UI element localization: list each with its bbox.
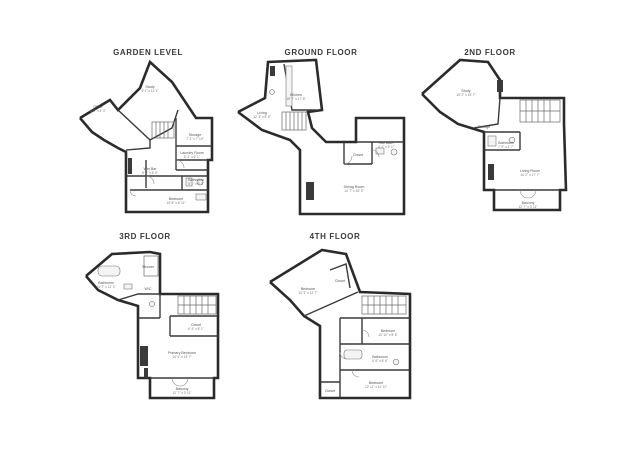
second-study-label: Study xyxy=(461,89,470,93)
fourth-closet-a-label: Closet xyxy=(335,279,345,283)
garden-wetbar-dim: 6' 3" x 4' 0" xyxy=(142,171,158,175)
fourth-floor-plan: Bedroom 13' 3" x 12' 7" Closet Bedroom 1… xyxy=(269,248,412,400)
fourth-bedroom-c-label: Bedroom xyxy=(369,381,384,385)
second-floor-title: 2ND FLOOR xyxy=(464,48,516,57)
third-wc-label: W/C xyxy=(145,287,152,291)
garden-office-label: Office xyxy=(93,105,102,109)
ground-floor-plan: Kitchen 18' 7" x 17' 8" Living 12' 3" x … xyxy=(237,58,406,216)
third-primary-bedroom-label: Primary Bedroom xyxy=(168,351,196,355)
garden-study-label: Study xyxy=(145,85,154,89)
third-floor-title: 3RD FLOOR xyxy=(119,232,171,241)
third-bathroom-dim: 14' 7" x 12' 2" xyxy=(96,285,115,289)
fourth-bathroom-label: Bathroom xyxy=(372,355,388,359)
fourth-bedroom-b-dim: 10' 10" x 8' 6" xyxy=(378,333,397,337)
garden-laundry-dim: 6' 4" x 6' 1" xyxy=(184,155,200,159)
fourth-bedroom-a-dim: 13' 3" x 12' 7" xyxy=(298,291,317,295)
ground-dining-label: Dining Room xyxy=(344,185,365,189)
third-balcony-dim: 12' 7" x 3' 11" xyxy=(172,391,191,395)
third-floor-plan: Shower Bathroom 14' 7" x 12' 2" W/C Clos… xyxy=(85,250,220,400)
third-closet-label: Closet xyxy=(191,323,201,327)
third-shower-label: Shower xyxy=(142,265,155,269)
garden-study-dim: 9' 1" x 11' 1" xyxy=(141,89,158,93)
garden-office-dim: 6' 0" x 4' 0" xyxy=(90,109,106,113)
second-balcony-label: Balcony xyxy=(522,201,535,205)
fourth-bedroom-a-label: Bedroom xyxy=(301,287,316,291)
garden-bedroom-dim: 10' 8" x 8' 11" xyxy=(166,201,185,205)
ground-kitchen-dim: 18' 7" x 17' 8" xyxy=(286,97,305,101)
fourth-floor-title: 4TH FLOOR xyxy=(309,232,361,241)
second-study-dim: 15' 2" x 15' 7" xyxy=(456,93,475,97)
ground-closet-label: Closet xyxy=(353,153,363,157)
fourth-bedroom-c-dim: 12' 11" x 11' 11" xyxy=(365,385,387,389)
garden-level-title: GARDEN LEVEL xyxy=(113,48,183,57)
fourth-bedroom-b-label: Bedroom xyxy=(381,329,396,333)
ground-halfbath-label: Half Bath xyxy=(379,141,394,145)
second-bathroom-dim: 7' 9" x 4' 7" xyxy=(498,145,514,149)
second-storage-label: Storage xyxy=(478,125,491,129)
third-primary-bedroom-dim: 14' 4" x 13' 7" xyxy=(172,355,191,359)
second-living-label: Living Room xyxy=(520,169,540,173)
fourth-bathroom-dim: 6' 6" x 8' 6" xyxy=(372,359,388,363)
second-floor-plan: Study 15' 2" x 15' 7" Storage Bathroom 7… xyxy=(421,58,568,212)
garden-bedroom-label: Bedroom xyxy=(169,197,184,201)
third-bathroom-label: Bathroom xyxy=(98,281,114,285)
second-bathroom-label: Bathroom xyxy=(498,141,514,145)
ground-living-dim: 12' 3" x 8' 6" xyxy=(253,115,270,119)
second-living-dim: 14' 2" x 17' 7" xyxy=(520,173,539,177)
ground-dining-dim: 14' 7" x 16' 3" xyxy=(344,189,363,193)
garden-wetbar-label: Wet Bar xyxy=(144,167,158,171)
ground-living-label: Living xyxy=(257,111,266,115)
garden-storage-label: Storage xyxy=(189,133,202,137)
third-closet-dim: 6' 4" x 5' 1" xyxy=(188,327,204,331)
garden-bathroom-dim: 5' 1" x 6' 3" xyxy=(188,182,204,186)
garden-laundry-label: Laundry Room xyxy=(180,151,204,155)
fourth-closet-b-label: Closet xyxy=(325,389,335,393)
garden-storage-dim: 7' 2" x 7' 10" xyxy=(186,137,203,141)
garden-level-plan: Study 9' 1" x 11' 1" Office 6' 0" x 4' 0… xyxy=(79,59,214,214)
garden-bathroom-label: Bathroom xyxy=(188,178,204,182)
ground-kitchen-label: Kitchen xyxy=(290,93,302,97)
third-balcony-label: Balcony xyxy=(176,387,189,391)
ground-floor-title: GROUND FLOOR xyxy=(284,48,358,57)
second-balcony-dim: 12' 7" x 3' 11" xyxy=(518,205,537,209)
ground-halfbath-dim: 4' 1" x 5' 1" xyxy=(378,145,394,149)
